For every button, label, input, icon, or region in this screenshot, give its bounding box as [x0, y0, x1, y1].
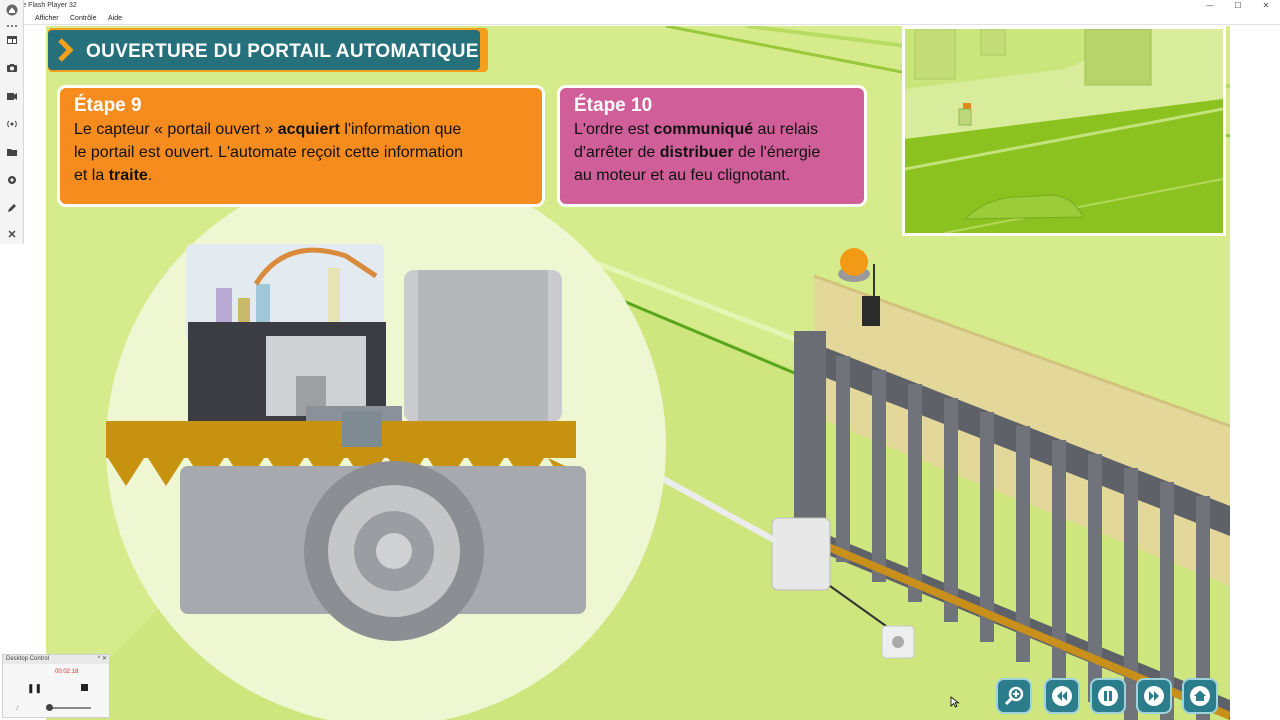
home-button[interactable] — [1182, 678, 1218, 714]
rewind-icon — [1052, 686, 1072, 706]
video-icon[interactable] — [4, 88, 20, 104]
home-icon[interactable] — [4, 2, 20, 18]
menu-bar: e Afficher Contrôle Aide — [0, 13, 1280, 25]
menu-icon[interactable] — [4, 18, 20, 34]
zoom-in-icon — [1004, 686, 1024, 706]
close-icon[interactable] — [4, 226, 20, 242]
step-10-line-1: L'ordre est communiqué au relais — [574, 121, 819, 138]
gear-icon[interactable] — [4, 172, 20, 188]
page-header: OUVERTURE DU PORTAIL AUTOMATIQUE — [48, 28, 488, 72]
pen-icon[interactable] — [4, 200, 20, 216]
step-10-line-3: au moteur et au feu clignotant. — [574, 167, 791, 184]
step-9-card: Étape 9 Le capteur « portail ouvert » ac… — [60, 88, 542, 204]
overview-inset — [902, 26, 1226, 236]
mouse-cursor-icon — [950, 696, 960, 708]
chevron-right-icon — [58, 38, 74, 62]
maximize-button[interactable]: ☐ — [1234, 1, 1242, 10]
window-title: Adobe Flash Player 32 — [6, 2, 77, 9]
step-9-title: Étape 9 — [74, 95, 142, 116]
step-10-card: Étape 10 L'ordre est communiqué au relai… — [560, 88, 864, 204]
layout-icon[interactable] — [4, 32, 20, 48]
house-driveway-illustration — [905, 29, 1223, 233]
rewind-button[interactable] — [1044, 678, 1080, 714]
recording-timer: 00:02:18 — [55, 669, 79, 675]
step-9-line-3: et la traite. — [74, 167, 153, 184]
desktop-control-title: Desktop Control — [6, 656, 50, 662]
step-10-title: Étape 10 — [574, 95, 653, 116]
volume-icon[interactable]: ♪ — [15, 703, 19, 712]
step-9-line-2: le portail est ouvert. L'automate reçoit… — [74, 144, 464, 161]
home-icon — [1190, 686, 1210, 706]
menu-item-view[interactable]: Afficher — [35, 15, 59, 22]
step-9-line-1: Le capteur « portail ouvert » acquiert l… — [74, 121, 462, 138]
camera-icon[interactable] — [4, 60, 20, 76]
gate — [794, 331, 1230, 720]
broadcast-icon[interactable] — [4, 116, 20, 132]
page-title: OUVERTURE DU PORTAIL AUTOMATIQUE — [86, 41, 479, 62]
window-titlebar: Adobe Flash Player 32 — ☐ ✕ — [0, 0, 1280, 12]
menu-item-help[interactable]: Aide — [108, 15, 123, 22]
minimize-button[interactable]: — — [1206, 1, 1214, 10]
desktop-control-window-buttons[interactable]: ^ ✕ — [97, 656, 107, 662]
annotation-toolbar — [0, 0, 24, 244]
recording-pause-button[interactable]: ❚❚ — [27, 683, 43, 693]
zoom-button[interactable] — [996, 678, 1032, 714]
step-10-line-2: d'arrêter de distribuer de l'énergie — [574, 144, 821, 161]
fast-forward-icon — [1144, 686, 1164, 706]
recording-stop-button[interactable] — [81, 684, 88, 691]
header-band: OUVERTURE DU PORTAIL AUTOMATIQUE — [48, 30, 480, 70]
folder-icon[interactable] — [4, 144, 20, 160]
pause-button[interactable] — [1090, 678, 1126, 714]
menu-item-control[interactable]: Contrôle — [70, 15, 97, 22]
volume-slider-handle[interactable] — [46, 704, 53, 711]
volume-slider[interactable] — [47, 707, 91, 709]
fast-forward-button[interactable] — [1136, 678, 1172, 714]
pause-icon — [1098, 686, 1118, 706]
desktop-control-window: Desktop Control ^ ✕ 00:02:18 ❚❚ ♪ — [2, 654, 110, 718]
desktop-control-header: Desktop Control ^ ✕ — [3, 655, 109, 664]
close-button[interactable]: ✕ — [1262, 1, 1270, 10]
window-controls: — ☐ ✕ — [1196, 0, 1280, 12]
animation-stage: OUVERTURE DU PORTAIL AUTOMATIQUE Étape 9… — [46, 26, 1230, 720]
